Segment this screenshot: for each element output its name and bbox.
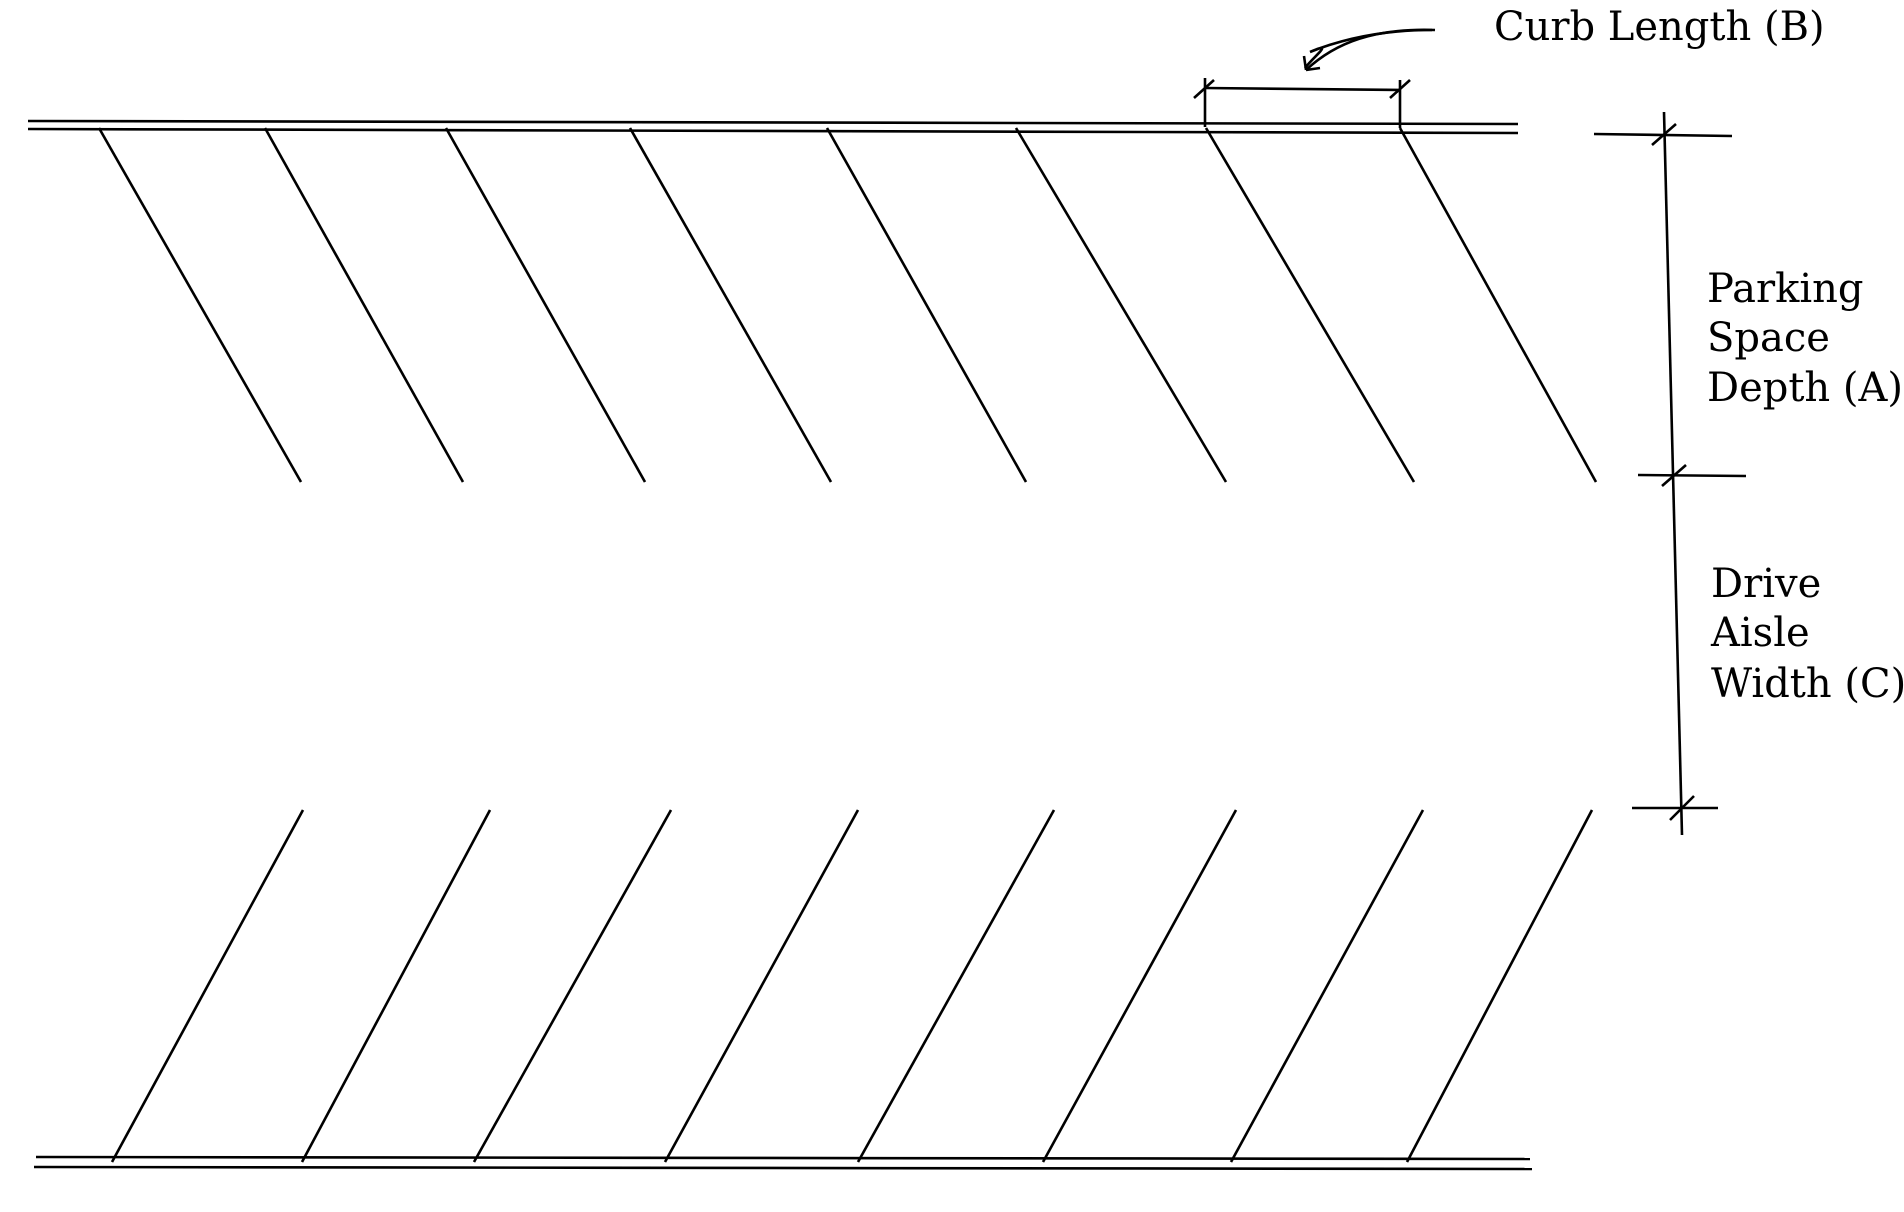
top-stall-line (628, 127, 833, 483)
curb-length-dimension (1193, 78, 1411, 128)
top-stall-line (1014, 127, 1228, 483)
top-stall-line (1398, 127, 1598, 483)
drive-aisle-width-label: Drive Aisle Width (C) (1710, 561, 1904, 707)
top-stall-lines (97, 127, 1598, 483)
depth-aisle-dimension (1593, 111, 1747, 836)
curb-length-leader-arrow (1302, 28, 1436, 72)
top-curb (27, 119, 1519, 135)
bottom-stall-line (110, 809, 305, 1163)
bottom-curb (33, 1155, 1533, 1171)
drive-aisle-width-line-2: Aisle (1710, 610, 1810, 656)
bottom-stall-line (300, 809, 492, 1163)
top-stall-line (1204, 127, 1416, 483)
bottom-stall-line (663, 809, 860, 1163)
top-stall-line (825, 127, 1028, 483)
curb-length-label: Curb Length (B) (1494, 4, 1825, 50)
top-stall-line (263, 127, 465, 483)
drive-aisle-width-line-1: Drive (1711, 561, 1821, 607)
parking-space-depth-line-2: Space (1707, 315, 1830, 361)
parking-space-depth-line-3: Depth (A) (1707, 365, 1903, 411)
bottom-stall-line (472, 809, 673, 1163)
bottom-stall-line (1229, 809, 1425, 1163)
bottom-stall-line (1041, 809, 1238, 1163)
drive-aisle-width-line-3: Width (C) (1711, 661, 1904, 707)
bottom-stall-lines (110, 809, 1594, 1163)
parking-space-depth-line-1: Parking (1707, 266, 1863, 312)
bottom-stall-line (856, 809, 1056, 1163)
top-stall-line (444, 127, 647, 483)
parking-space-depth-label: Parking Space Depth (A) (1707, 266, 1903, 411)
bottom-stall-line (1405, 809, 1594, 1163)
top-stall-line (97, 127, 303, 483)
